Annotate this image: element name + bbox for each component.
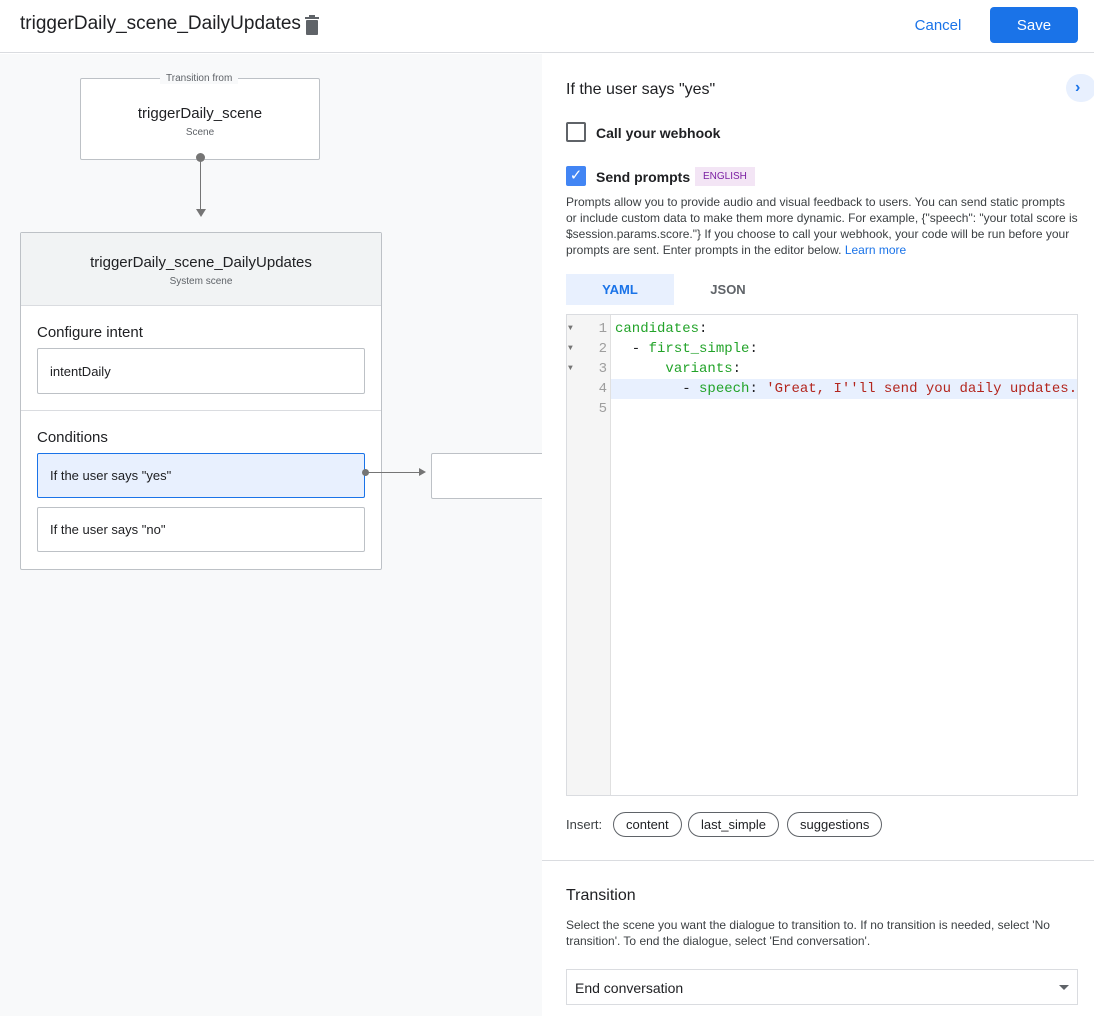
transition-select[interactable]: End conversation (566, 969, 1078, 1005)
transition-description: Select the scene you want the dialogue t… (566, 918, 1050, 948)
fold-icon[interactable]: ▼ (568, 324, 573, 333)
fold-icon[interactable]: ▼ (568, 344, 573, 353)
webhook-checkbox[interactable] (566, 122, 586, 142)
condition-panel: › If the user says "yes" Call your webho… (542, 54, 1094, 1016)
conditions-heading: Conditions (37, 429, 108, 446)
tab-json[interactable]: JSON (710, 282, 746, 297)
code-line: - speech: 'Great, I''ll send you daily u… (615, 381, 1078, 397)
language-badge: ENGLISH (695, 167, 755, 186)
line-number: 5 (598, 401, 607, 417)
code-line: candidates: (615, 321, 708, 337)
dropdown-arrow-icon (1059, 985, 1069, 990)
cancel-button[interactable]: Cancel (905, 9, 971, 41)
condition-no[interactable]: If the user says "no" (37, 507, 365, 552)
code-line: - first_simple: (615, 341, 758, 357)
configure-intent-heading: Configure intent (37, 324, 143, 341)
transition-from-label: Transition from (160, 73, 239, 84)
header: triggerDaily_scene_DailyUpdates Cancel S… (0, 0, 1094, 53)
code-editor[interactable]: ▼ 1 candidates: ▼ 2 - first_simple: ▼ 3 varian… (566, 314, 1078, 796)
trash-icon[interactable] (304, 15, 320, 35)
tab-yaml[interactable]: YAML (566, 274, 674, 305)
line-number: 1 (598, 321, 607, 337)
from-scene-name: triggerDaily_scene (137, 105, 263, 122)
insert-content-chip[interactable]: content (613, 812, 682, 837)
condition-yes[interactable]: If the user says "yes" (37, 453, 365, 498)
learn-more-link[interactable]: Learn more (844, 243, 907, 257)
to-scene-name: triggerDaily_scene_DailyUpdates (90, 254, 312, 271)
target-node[interactable] (431, 453, 542, 499)
page-title: triggerDaily_scene_DailyUpdates (20, 13, 301, 34)
transition-to-node: triggerDaily_scene_DailyUpdates System s… (20, 232, 382, 570)
intent-item[interactable]: intentDaily (37, 348, 365, 394)
fold-icon[interactable]: ▼ (568, 364, 573, 373)
insert-label: Insert: (566, 817, 603, 832)
insert-last-simple-chip[interactable]: last_simple (688, 812, 780, 837)
insert-suggestions-chip[interactable]: suggestions (787, 812, 883, 837)
save-button[interactable]: Save (990, 7, 1078, 43)
webhook-label: Call your webhook (596, 125, 721, 141)
prompts-checkbox[interactable]: ✓ (566, 166, 586, 186)
transition-from-node[interactable]: triggerDaily_scene Scene (80, 78, 320, 160)
prompts-label: Send prompts (596, 169, 691, 185)
panel-title: If the user says "yes" (566, 81, 716, 98)
code-line: variants: (665, 361, 742, 377)
transition-heading: Transition (566, 887, 636, 904)
from-scene-type: Scene (185, 127, 215, 138)
line-number: 3 (598, 361, 607, 377)
line-number: 4 (598, 381, 607, 397)
chevron-right-icon[interactable]: › (1066, 74, 1094, 102)
to-scene-type: System scene (169, 276, 233, 287)
line-number: 2 (598, 341, 607, 357)
scene-canvas: triggerDaily_scene Scene Transition from… (0, 54, 542, 1016)
prompts-description: Prompts allow you to provide audio and v… (566, 195, 1078, 257)
